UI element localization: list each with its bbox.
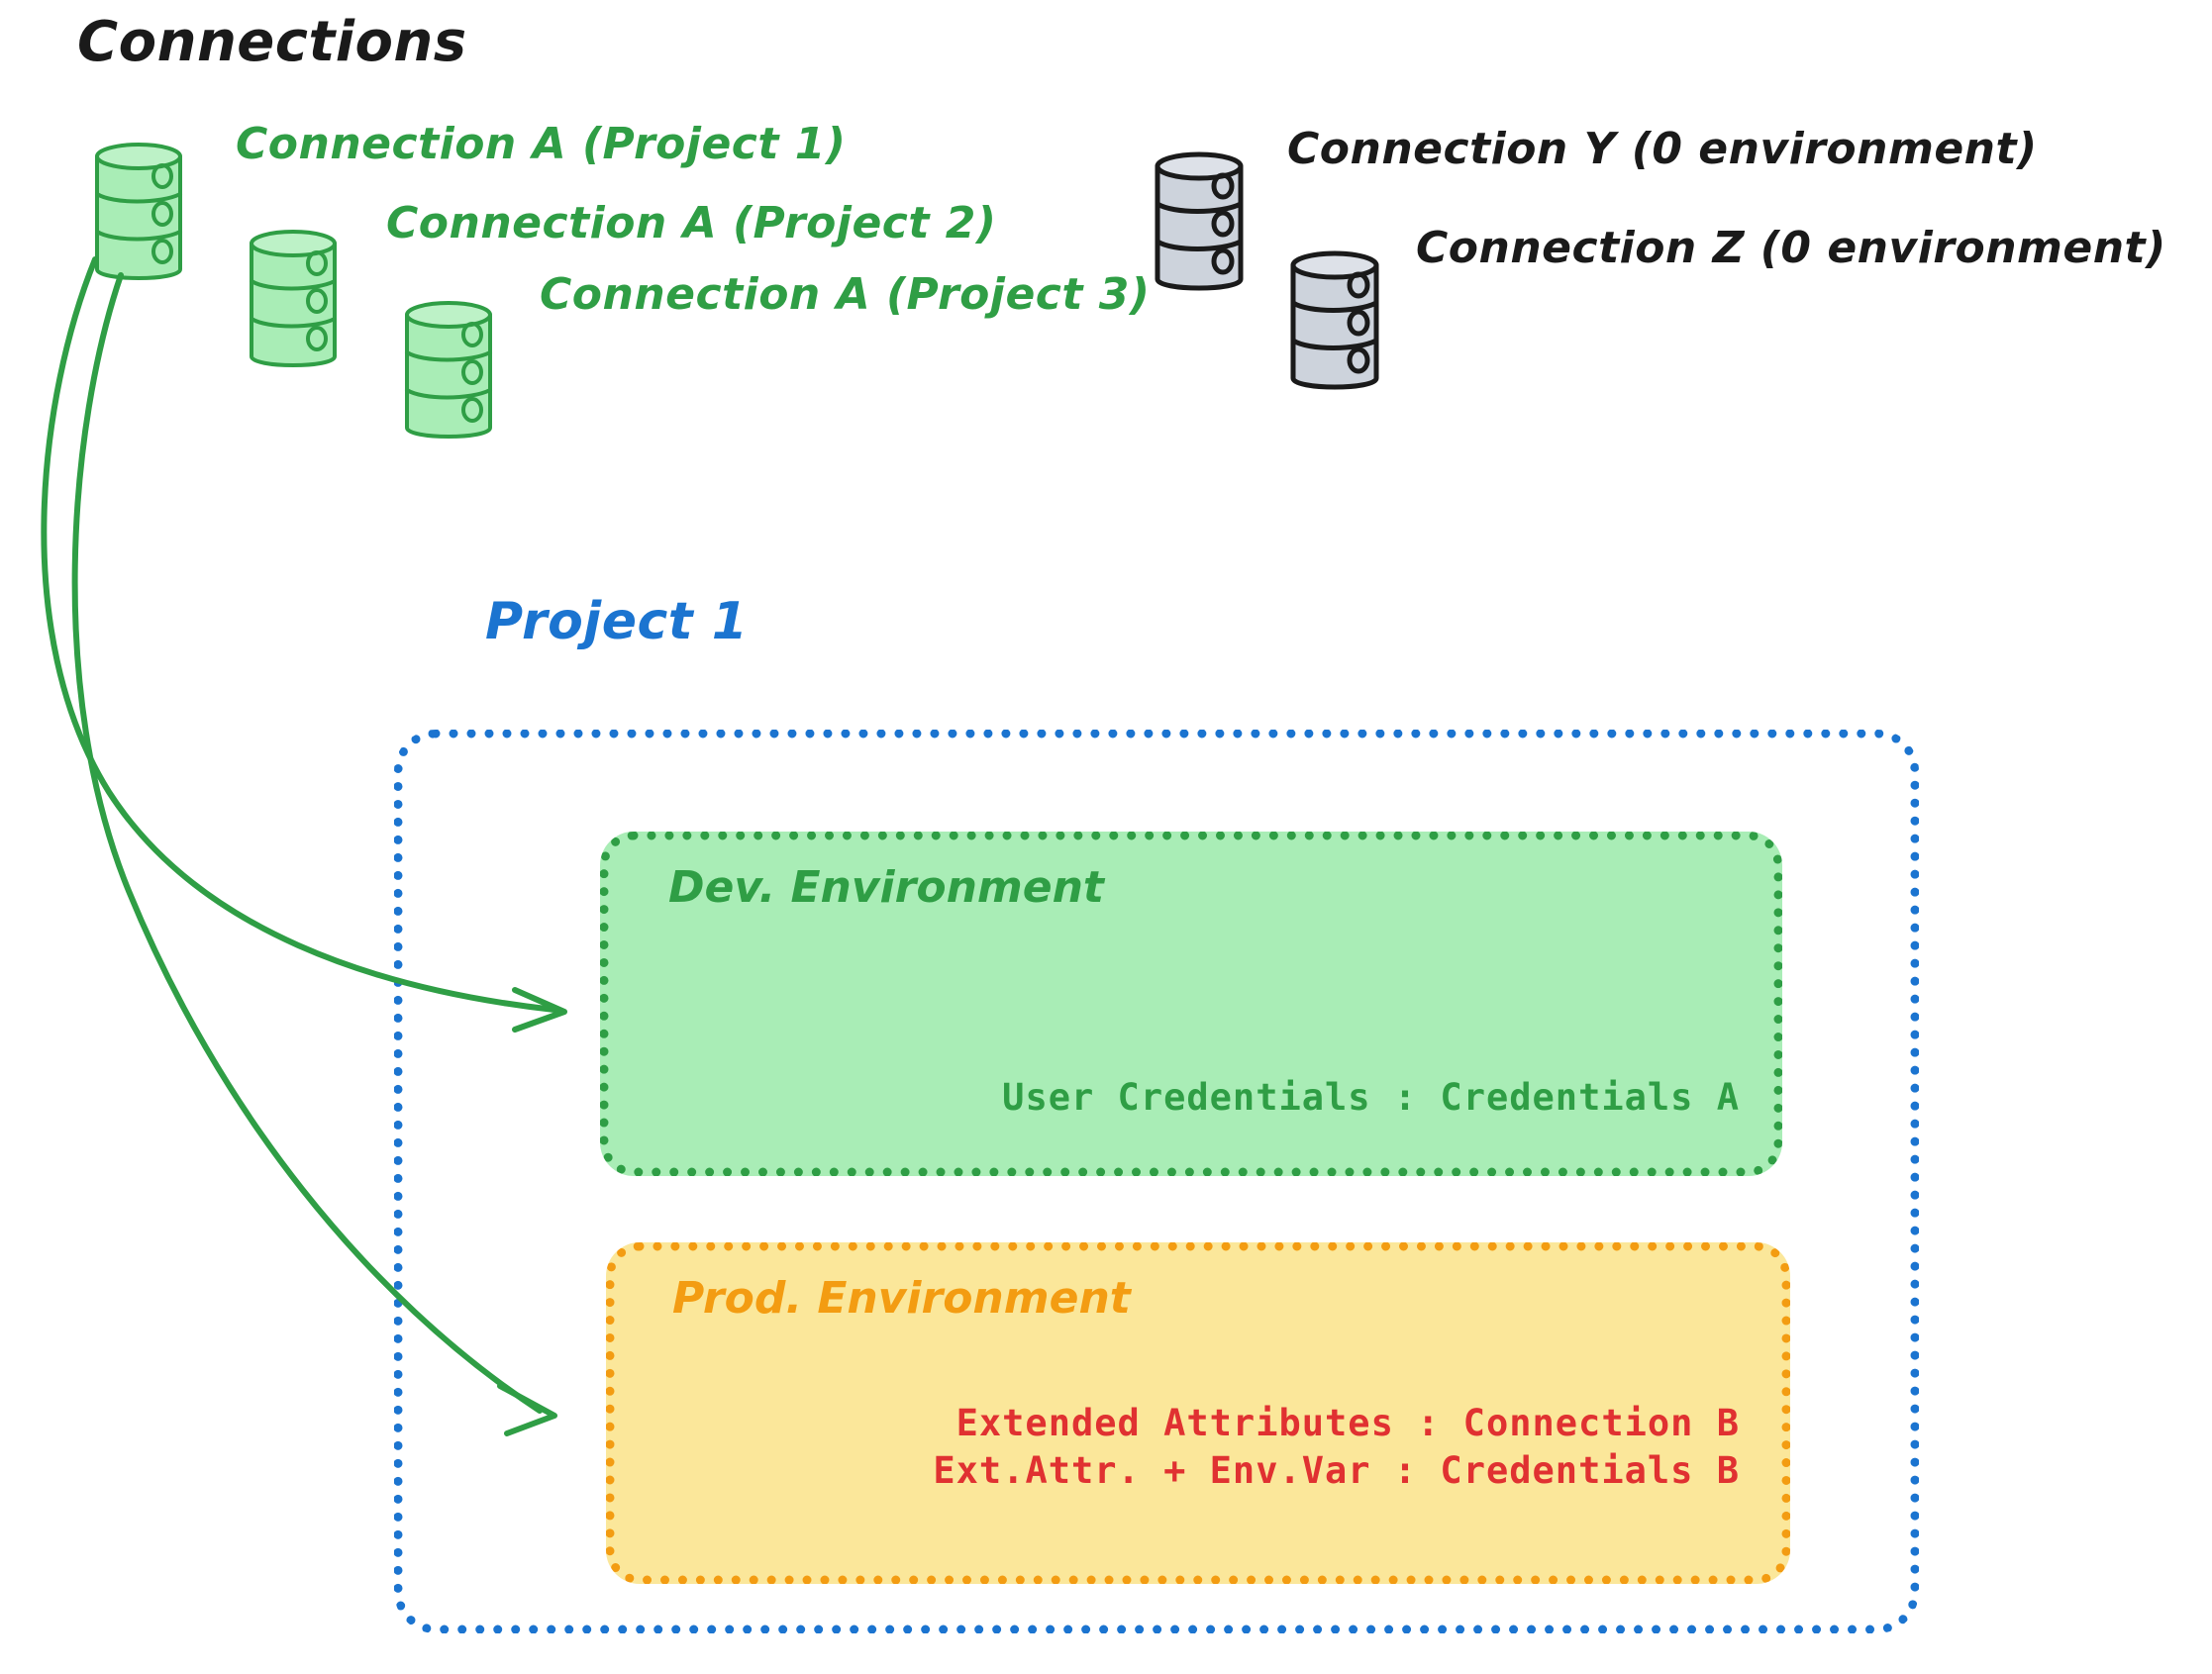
prod-entry-2: Ext.Attr. + Env.Var : Credentials B xyxy=(933,1449,1740,1493)
database-icon[interactable] xyxy=(401,297,496,445)
database-icon[interactable] xyxy=(91,139,186,287)
dev-environment-label: Dev. Environment xyxy=(668,862,1104,913)
database-icon[interactable] xyxy=(1152,148,1247,297)
prod-environment-attributes: Extended Attributes : Connection B Ext.At… xyxy=(933,1400,1740,1495)
prod-environment-box[interactable]: Prod. Environment Extended Attributes : … xyxy=(606,1242,1790,1584)
prod-environment-label: Prod. Environment xyxy=(672,1273,1131,1324)
connections-heading: Connections xyxy=(77,10,467,74)
connection-label-a-project-2: Connection A (Project 2) xyxy=(386,198,997,248)
dev-environment-box[interactable]: Dev. Environment User Credentials : Cred… xyxy=(600,832,1782,1176)
connection-label-y: Connection Y (0 environment) xyxy=(1287,124,2038,174)
connection-label-z: Connection Z (0 environment) xyxy=(1416,223,2166,273)
prod-entry-1: Extended Attributes : Connection B xyxy=(955,1402,1740,1444)
dev-environment-credentials: User Credentials : Credentials A xyxy=(1002,1076,1740,1119)
database-icon[interactable] xyxy=(246,226,341,374)
database-icon[interactable] xyxy=(1287,247,1382,396)
connection-label-a-project-3: Connection A (Project 3) xyxy=(540,269,1151,320)
connection-label-a-project-1: Connection A (Project 1) xyxy=(236,119,847,169)
project-title: Project 1 xyxy=(485,592,749,651)
